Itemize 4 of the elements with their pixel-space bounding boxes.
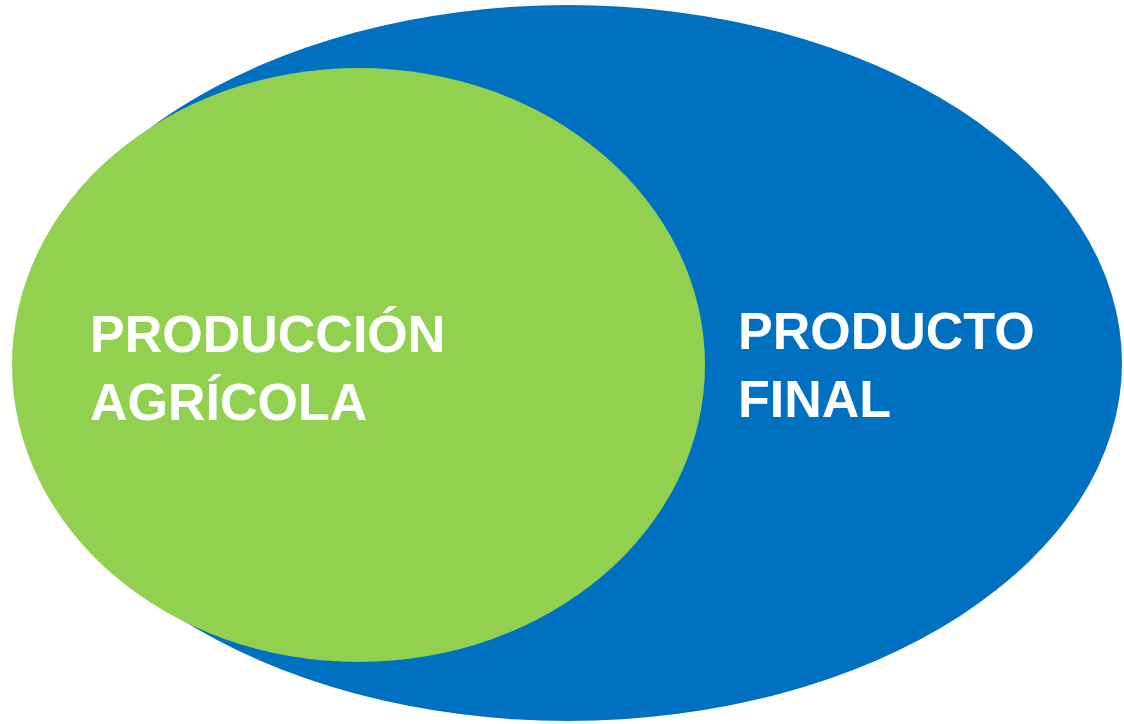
ellipse [14,5,1122,721]
ellipse-label: PRODUCCIÓN AGRÍCOLA [90,304,447,433]
ellipse-label: PRODUCTO FINAL [738,301,1036,430]
ellipse [12,68,705,662]
